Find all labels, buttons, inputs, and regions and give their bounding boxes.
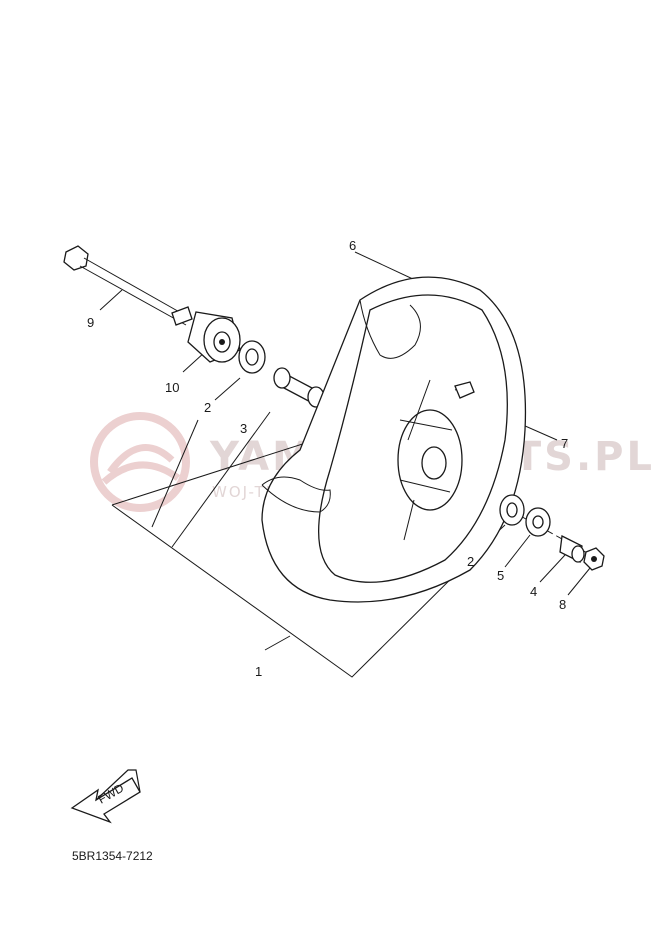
oil-seal xyxy=(525,507,551,537)
callout-9: 9 xyxy=(87,315,94,330)
callout-5: 5 xyxy=(497,568,504,583)
bearing-left xyxy=(238,340,266,374)
callout-4: 4 xyxy=(530,584,537,599)
callout-numbers: 1 2 2 3 4 5 6 7 8 9 10 xyxy=(87,238,568,679)
callout-3: 3 xyxy=(240,421,247,436)
callout-8: 8 xyxy=(559,597,566,612)
callout-10: 10 xyxy=(165,380,179,395)
axle-nut xyxy=(583,547,605,571)
collar xyxy=(559,535,585,563)
bearing-right xyxy=(499,494,525,526)
axle-bolt xyxy=(63,245,193,326)
wheel-assembly xyxy=(261,276,527,603)
tire-valve xyxy=(454,381,475,399)
meter-gear-unit xyxy=(187,311,241,363)
callout-2-right: 2 xyxy=(467,554,474,569)
callout-1: 1 xyxy=(255,664,262,679)
callout-6: 6 xyxy=(349,238,356,253)
callout-7: 7 xyxy=(561,436,568,451)
fwd-arrow-icon: FWD xyxy=(70,769,141,824)
diagram-code: 5BR1354-7212 xyxy=(72,849,153,863)
callout-2-left: 2 xyxy=(204,400,211,415)
spacer-collar xyxy=(273,367,325,408)
